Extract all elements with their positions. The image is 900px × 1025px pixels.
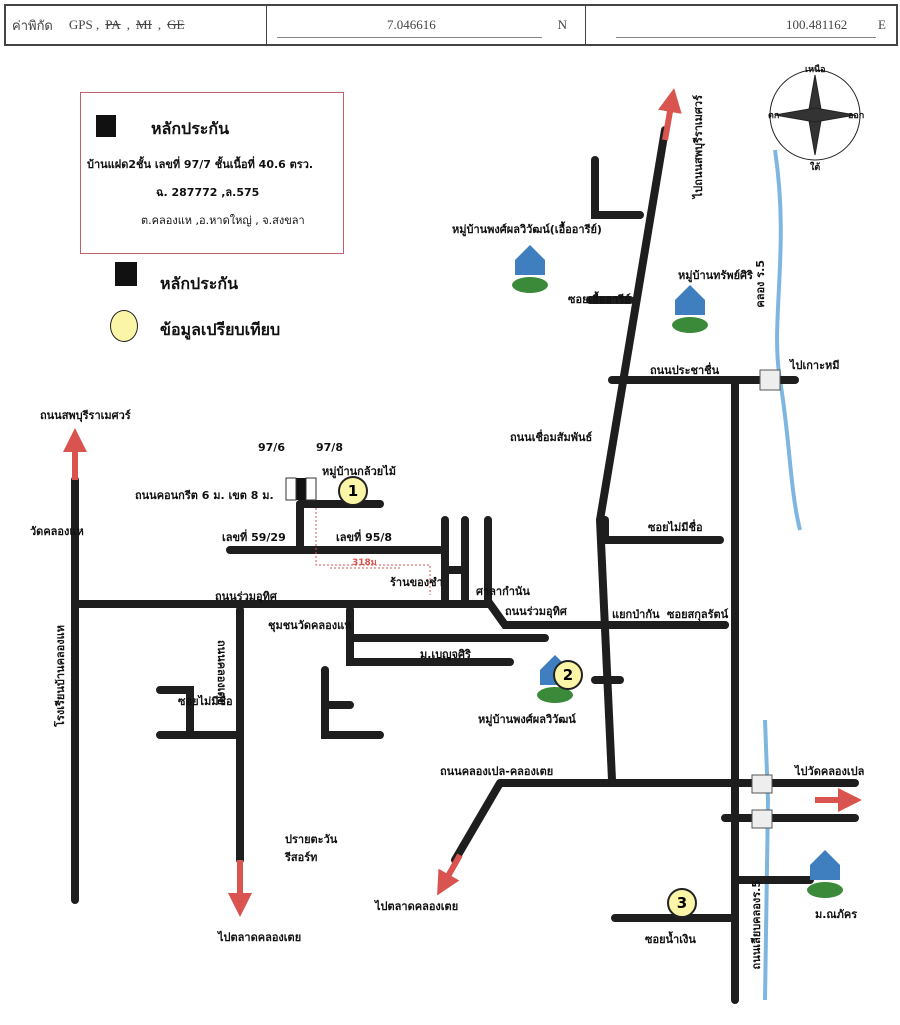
label-village: หมู่บ้านทรัพย์ศิริ	[678, 269, 753, 282]
label-road: ถนนร่วมอุทิศ	[215, 590, 277, 603]
label-road: ถนนสพบุรีราเมศวร์	[40, 409, 131, 422]
collateral-legend-label: หลักประกัน	[160, 274, 239, 293]
comparable-legend-label: ข้อมูลเปรียบเทียบ	[160, 320, 281, 339]
compass-icon	[769, 69, 861, 161]
compass-east: ออก	[848, 111, 865, 121]
label-direction: ไปตลาดคลองเตย	[218, 931, 302, 944]
road-khlongplae	[451, 779, 794, 864]
label-house: เลขที่ 95/8	[336, 531, 393, 544]
separator: ,	[126, 17, 130, 32]
house-icons	[515, 245, 840, 880]
grass-icons	[512, 277, 843, 898]
label-road: ถนนเลียบคลองร.5	[750, 880, 763, 970]
label-road: ถนนร่วมอุทิศ	[505, 605, 567, 618]
compass-south: ใต้	[810, 163, 821, 173]
label-direction: ไปถนนสพบุรีราเมศวร์	[692, 95, 705, 199]
mi-option: MI	[135, 17, 152, 32]
coordinate-label: ค่าพิกัด	[12, 17, 53, 33]
road-soi-left	[156, 686, 244, 739]
distance-line	[315, 508, 431, 595]
label-village: หมู่บ้านพงศ์ผลวิวัฒน์(เอื้ออารีย์)	[452, 223, 602, 236]
label-soi: ซอยสกุลรัตน์	[667, 608, 729, 621]
plot-97-8	[305, 477, 317, 501]
latitude-cell: 7.046616 N	[267, 6, 586, 44]
road-chumchon	[346, 606, 549, 666]
longitude-value: 100.481162	[786, 17, 848, 32]
label-soi: ซอยเอื้ออารีย์	[568, 293, 631, 306]
comparable-legend-icon	[110, 310, 138, 342]
arrow-north	[658, 88, 682, 141]
label-road: ถนนเชื่อมสัมพันธ์	[510, 431, 593, 444]
road-side-1	[441, 516, 492, 604]
label-road: ถนนคลองเปล-คลองเตย	[440, 765, 554, 778]
latitude-value: 7.046616	[387, 17, 436, 32]
road-east	[721, 779, 859, 822]
comparable-marker-3: 3	[667, 888, 697, 918]
longitude-cell: 100.481162 E	[586, 6, 896, 44]
label-village: หมู่บ้านพงศ์ผลวิวัฒน์	[478, 713, 576, 726]
bridge-icons	[751, 369, 781, 829]
road-benjasiri	[321, 666, 384, 739]
label-road: ถนนคลองเตย	[215, 640, 228, 706]
label-temple: วัดคลองแห	[30, 525, 84, 538]
comparable-marker-2: 2	[553, 660, 583, 690]
label-resort: รีสอร์ท	[285, 851, 318, 864]
coordinate-type-cell: ค่าพิกัด GPS , PA, MI, GE	[6, 6, 267, 44]
pa-option: PA	[105, 17, 121, 32]
label-canal: คลอง ร.5	[754, 260, 767, 308]
gps-option: GPS ,	[68, 17, 100, 32]
separator: ,	[157, 17, 162, 32]
road-soi-ueaaree	[586, 156, 644, 304]
compass-west: ตก	[768, 111, 780, 121]
plot-97-6	[285, 477, 297, 501]
latitude-direction: N	[557, 17, 567, 32]
comparable-marker-1: 1	[338, 476, 368, 506]
label-road: ถนนประชาชื่น	[650, 364, 720, 377]
label-soi: ซอยไม่มีชื่อ	[648, 521, 703, 534]
legend-box: หลักประกัน บ้านแฝด2ชั้น เลขที่ 97/7 ชั้น…	[80, 92, 344, 254]
label-junction: แยกป่ากัน	[612, 608, 660, 621]
legend-address: ต.คลองแห ,อ.หาดใหญ่ , จ.สงขลา	[141, 214, 305, 227]
label-direction: ไปตลาดคลองเตย	[375, 900, 459, 913]
label-village: ม.ณภัคร	[815, 908, 858, 921]
road-main-north	[595, 126, 669, 784]
label-plot: 97/8	[316, 441, 343, 454]
road-soi-59	[226, 500, 444, 554]
canal-lower	[763, 719, 771, 1001]
legend-description: บ้านแฝด2ชั้น เลขที่ 97/7 ชั้นเนื้อที่ 40…	[87, 158, 314, 171]
label-house: เลขที่ 59/29	[222, 531, 286, 544]
label-soi: ซอยไม่มีชื่อ	[178, 695, 233, 708]
longitude-direction: E	[878, 17, 886, 32]
label-soi: ซอยน้ำเงิน	[645, 933, 696, 946]
ge-option: GE	[167, 17, 185, 32]
label-road: ถนนคอนกรีต 6 ม. เขต 8 ม.	[135, 489, 274, 502]
compass-north: เหนือ	[805, 65, 826, 75]
collateral-square-icon	[96, 115, 116, 137]
label-direction: ไปเกาะหมี	[790, 359, 840, 372]
canal-upper	[773, 149, 802, 531]
label-village: ม.เบญจศิริ	[420, 648, 471, 661]
label-plot: 97/6	[258, 441, 285, 454]
collateral-legend-icon	[115, 262, 137, 286]
label-resort: ปรายตะวัน	[285, 833, 338, 846]
label-village: หมู่บ้านกล้วยไม้	[322, 465, 396, 478]
arrow-southwest	[437, 853, 463, 896]
coordinates-header: ค่าพิกัด GPS , PA, MI, GE 7.046616 N 100…	[4, 4, 898, 46]
collateral-marker	[296, 478, 306, 500]
label-distance: 318ม	[352, 558, 377, 568]
label-shop: ร้านของชำ	[390, 576, 443, 589]
road-soi-mai-mi-chue	[601, 516, 724, 544]
label-hall: ศาลากำนัน	[476, 585, 530, 598]
label-community: ชุมชนวัดคลองแห	[268, 619, 352, 632]
label-school: โรงเรียนบ้านคลองแห	[54, 625, 67, 727]
legend-title: หลักประกัน	[151, 119, 230, 138]
label-direction: ไปวัดคลองเปล	[795, 765, 865, 778]
legend-deed: ฉ. 287772 ,ล.575	[156, 186, 260, 199]
